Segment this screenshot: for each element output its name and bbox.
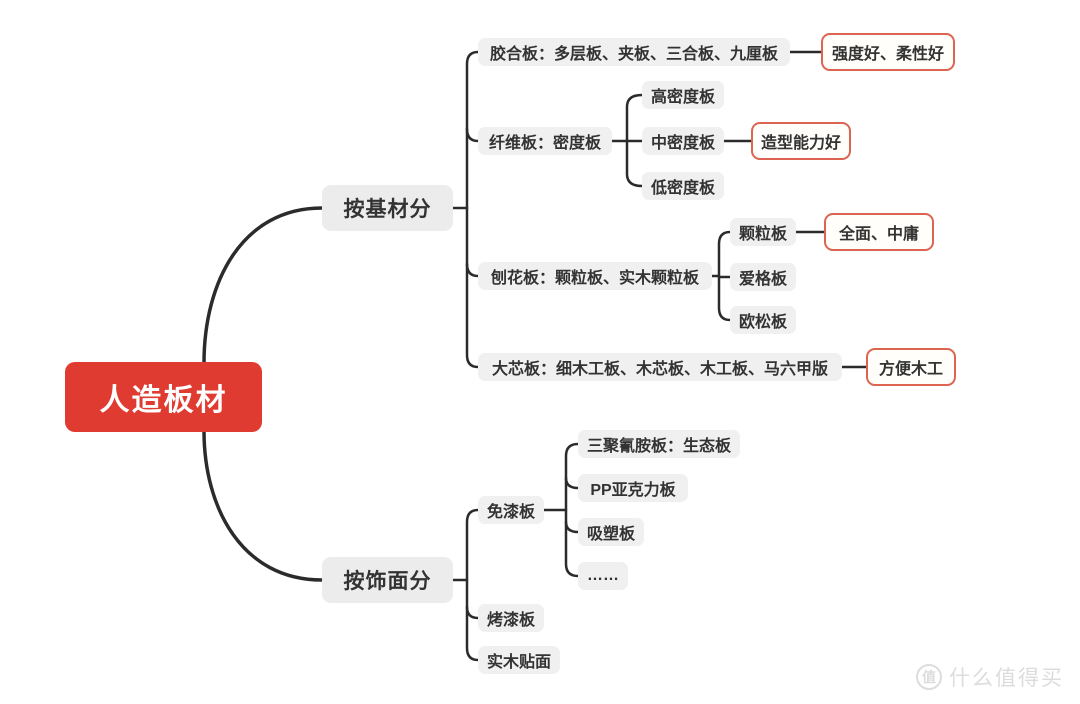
node-blockboard: 大芯板：细木工板、木芯板、木工板、马六甲版 bbox=[478, 353, 842, 381]
connector-group2-spine bbox=[465, 508, 480, 662]
connector-group1-spine bbox=[465, 50, 480, 369]
node-solid-wood-veneer: 实木贴面 bbox=[478, 646, 560, 674]
node-ellipsis: …… bbox=[578, 562, 628, 590]
node-group-by-finish: 按饰面分 bbox=[322, 557, 453, 603]
watermark-logo-icon: 值 bbox=[916, 664, 942, 690]
node-high-density-board: 高密度板 bbox=[642, 81, 724, 109]
node-granule-board: 颗粒板 bbox=[730, 218, 796, 246]
node-egger-board: 爱格板 bbox=[730, 263, 796, 291]
node-paint-free-board: 免漆板 bbox=[478, 496, 544, 524]
connector-group2-bakedpaint bbox=[465, 605, 480, 620]
connector-paintfree-blister-stub bbox=[564, 520, 580, 534]
node-mid-density-board: 中密度板 bbox=[642, 127, 724, 155]
node-blister-board: 吸塑板 bbox=[578, 518, 644, 546]
connector-group1-fiberboard bbox=[465, 127, 480, 143]
connector-paintfree-pp-stub bbox=[564, 476, 580, 490]
node-particleboard: 刨花板：颗粒板、实木颗粒板 bbox=[478, 262, 712, 290]
connector-root-to-group2 bbox=[202, 429, 324, 582]
connector-paintfree-spine bbox=[564, 442, 580, 578]
node-root: 人造板材 bbox=[65, 362, 262, 432]
node-pp-acrylic-board: PP亚克力板 bbox=[578, 474, 688, 502]
callout-plywood-strength: 强度好、柔性好 bbox=[821, 33, 955, 71]
connector-group1-particleboard bbox=[465, 262, 480, 278]
callout-easy-woodwork: 方便木工 bbox=[866, 348, 956, 386]
callout-balanced: 全面、中庸 bbox=[824, 213, 934, 251]
node-group-by-base-material: 按基材分 bbox=[322, 185, 453, 231]
callout-shaping-ability: 造型能力好 bbox=[751, 122, 851, 160]
watermark: 值 什么值得买 bbox=[916, 662, 1064, 692]
node-low-density-board: 低密度板 bbox=[642, 172, 724, 200]
node-melamine-board: 三聚氰胺板：生态板 bbox=[578, 430, 740, 458]
node-fiberboard: 纤维板：密度板 bbox=[478, 127, 612, 155]
connector-root-to-group1 bbox=[202, 206, 324, 365]
watermark-text: 什么值得买 bbox=[949, 667, 1064, 690]
node-plywood: 胶合板：多层板、夹板、三合板、九厘板 bbox=[478, 38, 790, 66]
node-osb-board: 欧松板 bbox=[730, 306, 796, 334]
node-baked-paint-board: 烤漆板 bbox=[478, 604, 544, 632]
